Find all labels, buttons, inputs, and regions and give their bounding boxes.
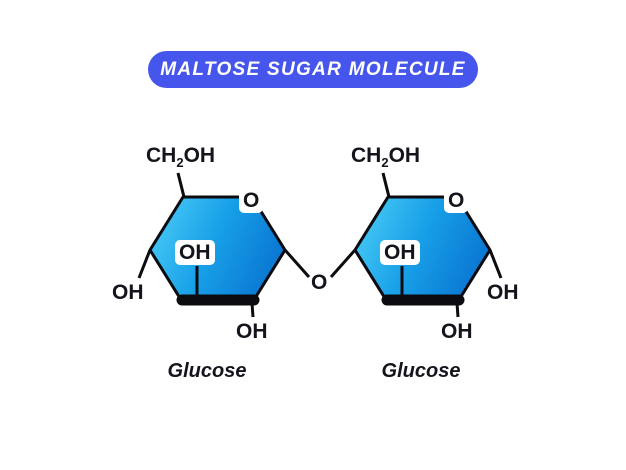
right-ch2oh-label: CH2OH — [351, 145, 420, 169]
left-ch2oh-prefix: CH — [146, 144, 177, 167]
right-ring-oxygen-label: O — [444, 188, 469, 213]
right-inner-oh-label: OH — [380, 240, 420, 265]
bridge-bond-left — [283, 249, 311, 278]
right-ch2oh-suffix: OH — [388, 144, 421, 167]
right-glucose-caption: Glucose — [381, 360, 461, 382]
left-side-oh-label: OH — [112, 281, 144, 304]
right-ch2oh-bond — [381, 172, 391, 198]
glucose-ring-left — [148, 195, 287, 305]
left-inner-oh-label: OH — [175, 240, 215, 265]
left-ch2oh-subscript: 2 — [176, 155, 184, 171]
left-side-oh-bond — [137, 249, 152, 279]
left-ch2oh-label: CH2OH — [146, 145, 215, 169]
title-banner: MALTOSE SUGAR MOLECULE — [148, 51, 478, 88]
bridge-bond-right — [329, 249, 357, 278]
glycosidic-oxygen-label: O — [311, 271, 328, 294]
right-side-oh-label: OH — [487, 281, 519, 304]
left-bottom-oh-label: OH — [236, 320, 268, 343]
right-ch2oh-subscript: 2 — [381, 155, 389, 171]
right-bottom-oh-label: OH — [441, 320, 473, 343]
right-ch2oh-prefix: CH — [351, 144, 382, 167]
left-ring-oxygen-label: O — [239, 188, 264, 213]
left-bottom-oh-bond — [250, 302, 255, 318]
left-glucose-caption: Glucose — [167, 360, 247, 382]
right-side-oh-bond — [488, 249, 503, 279]
right-bottom-oh-bond — [455, 302, 460, 318]
left-ch2oh-suffix: OH — [183, 144, 216, 167]
glucose-ring-right — [353, 195, 492, 305]
left-ch2oh-bond — [176, 172, 186, 198]
